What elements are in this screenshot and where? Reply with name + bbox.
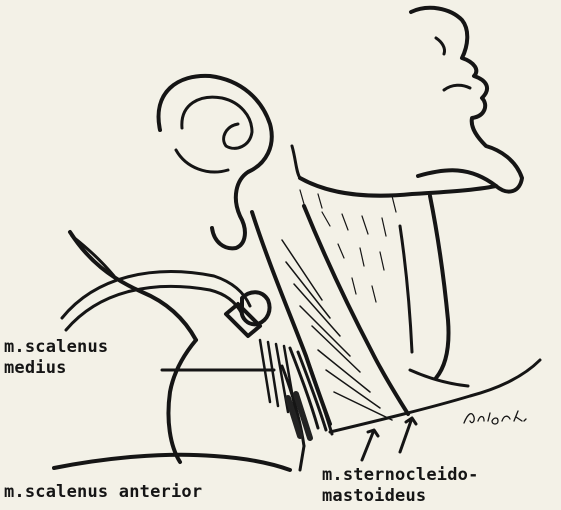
clavicle (54, 455, 290, 470)
label-scalenus-anterior: m.scalenus anterior (4, 482, 202, 503)
neck-hatching (300, 190, 396, 302)
jaw-angle (292, 146, 300, 178)
mouth-line (444, 85, 470, 90)
leader-line-scalenus-anterior (300, 446, 304, 470)
trachea-edge (400, 226, 412, 352)
leader-arrow-sternocleido-1 (362, 430, 378, 460)
leader-arrow-sternocleido-2 (400, 418, 416, 452)
jaw-line (300, 178, 496, 196)
nostril (436, 38, 445, 54)
ear-concha (176, 150, 228, 172)
ear-inner (182, 97, 252, 148)
face-profile (411, 8, 522, 192)
neck-front (430, 196, 449, 378)
shoulder-outline (168, 340, 196, 462)
sternocleidomastoid-anterior-border (304, 206, 408, 414)
artist-signature (462, 403, 532, 429)
label-scalenus-medius: m.scalenus medius (4, 337, 108, 379)
trapezius-line (72, 236, 114, 276)
label-sternocleidomastoideus: m.sternocleido- mastoideus (322, 465, 479, 507)
